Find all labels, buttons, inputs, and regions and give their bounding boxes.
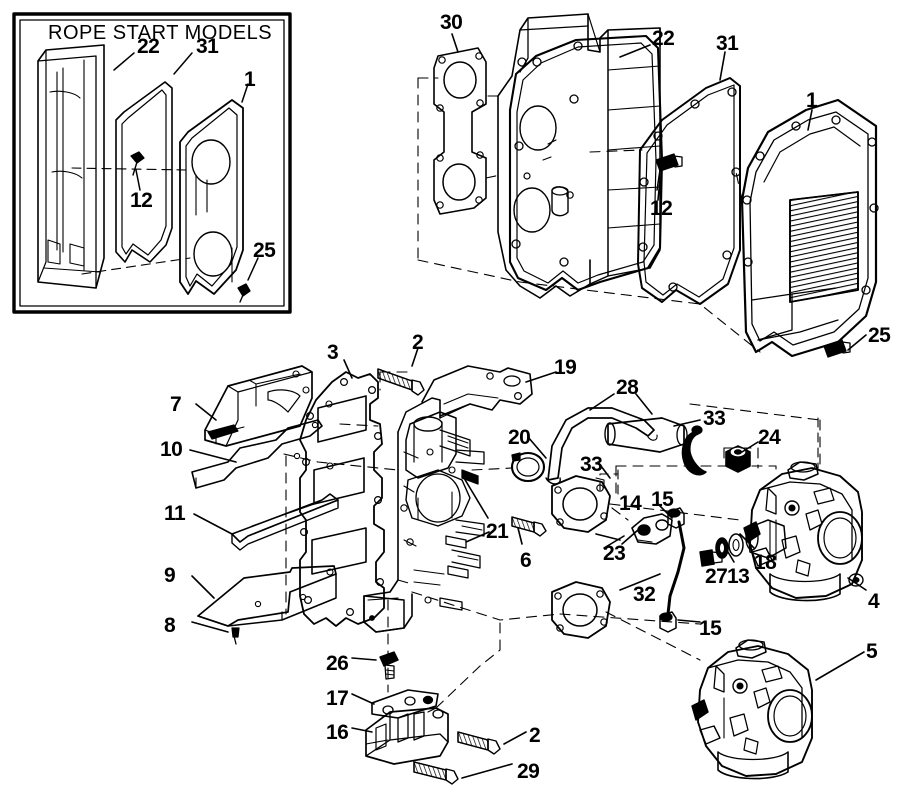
inset-callout-1: 1 [244, 68, 256, 91]
inset-gasket-31 [115, 81, 173, 263]
top-centerlines [417, 77, 761, 353]
inset-callout-25: 25 [253, 239, 276, 262]
part-23-gasket-upper [551, 475, 611, 533]
part-12-screw [655, 153, 683, 191]
callout-27: 27 [705, 565, 728, 588]
callout-5: 5 [866, 640, 878, 663]
callout-30: 30 [440, 11, 463, 34]
callout-28: 28 [616, 376, 639, 399]
callout-22: 22 [652, 27, 675, 50]
part-13-washers [715, 533, 744, 559]
callout-24: 24 [758, 426, 781, 449]
part-10-reed-petals [191, 419, 323, 489]
part-33-clip-upper [681, 425, 707, 476]
part-30-gasket [433, 47, 487, 215]
part-25-screw [823, 339, 851, 358]
part-29-bolt [413, 761, 459, 785]
callout-17: 17 [326, 687, 349, 710]
top-leaders [451, 33, 867, 351]
callout-3: 3 [327, 341, 339, 364]
callout-10: 10 [160, 438, 183, 461]
callout-11: 11 [164, 502, 186, 525]
middle-centerlines [283, 371, 821, 709]
inset-housing-22 [37, 44, 105, 289]
part-17-retainer-plate [371, 689, 439, 719]
callout-20: 20 [508, 426, 531, 449]
callout-21: 21 [486, 520, 509, 543]
group-brackets [599, 417, 819, 501]
callout-32: 32 [633, 583, 656, 606]
callout-23: 23 [603, 542, 626, 565]
callout-25: 25 [868, 324, 891, 347]
part-31-gasket [637, 77, 741, 305]
part-4-carburetor [743, 461, 864, 602]
callout-16: 16 [326, 721, 349, 744]
part-26-screw [379, 651, 399, 680]
inset-screw-12 [130, 151, 145, 176]
part-6-screw [511, 516, 547, 537]
callout-15-upper: 15 [651, 488, 674, 511]
part-2-bolt-upper [377, 368, 425, 396]
inset-screw-25 [237, 283, 251, 303]
callout-2-lower: 2 [529, 724, 541, 747]
inset-title: ROPE START MODELS [48, 22, 273, 44]
inset-centerlines [71, 167, 191, 275]
inset-callout-12: 12 [130, 189, 153, 212]
part-7-housing [204, 365, 313, 447]
callout-7: 7 [170, 393, 182, 416]
callout-14: 14 [619, 492, 642, 515]
inset-callout-31: 31 [196, 35, 219, 58]
callout-9: 9 [164, 564, 176, 587]
callout-18: 18 [754, 551, 777, 574]
part-22-silencer-base [497, 13, 664, 299]
part-1-cover [740, 98, 879, 358]
callout-13: 13 [727, 565, 750, 588]
callout-6: 6 [520, 549, 532, 572]
inset-leaders [113, 52, 259, 281]
callout-2-upper: 2 [412, 331, 424, 354]
callout-29: 29 [517, 760, 540, 783]
callout-33-upper: 33 [703, 407, 726, 430]
callout-12: 12 [650, 197, 673, 220]
part-5-carburetor [691, 639, 813, 780]
callout-1: 1 [806, 89, 818, 112]
part-14-lever [631, 513, 673, 545]
inset-cover-1 [179, 99, 244, 295]
part-21-dowel [445, 469, 479, 579]
callout-8: 8 [164, 614, 176, 637]
part-8-screw [231, 627, 240, 645]
part-20-seal-ring [510, 451, 546, 483]
inset-frame [12, 12, 292, 314]
callout-31: 31 [716, 32, 739, 55]
part-23-gasket-lower [551, 581, 611, 639]
callout-26: 26 [326, 652, 349, 675]
part-3-reed-gasket [299, 371, 385, 627]
callout-19: 19 [554, 356, 577, 379]
inset-callout-22: 22 [137, 35, 160, 58]
part-32-rod [666, 520, 686, 616]
part-9-cover-plate [197, 565, 337, 627]
part-2-bolt-lower [457, 731, 501, 755]
callout-4: 4 [868, 590, 880, 613]
part-19-manifold [363, 365, 533, 633]
callout-15-lower: 15 [699, 617, 722, 640]
part-16-bracket [365, 707, 449, 765]
callout-33-lower: 33 [580, 453, 603, 476]
